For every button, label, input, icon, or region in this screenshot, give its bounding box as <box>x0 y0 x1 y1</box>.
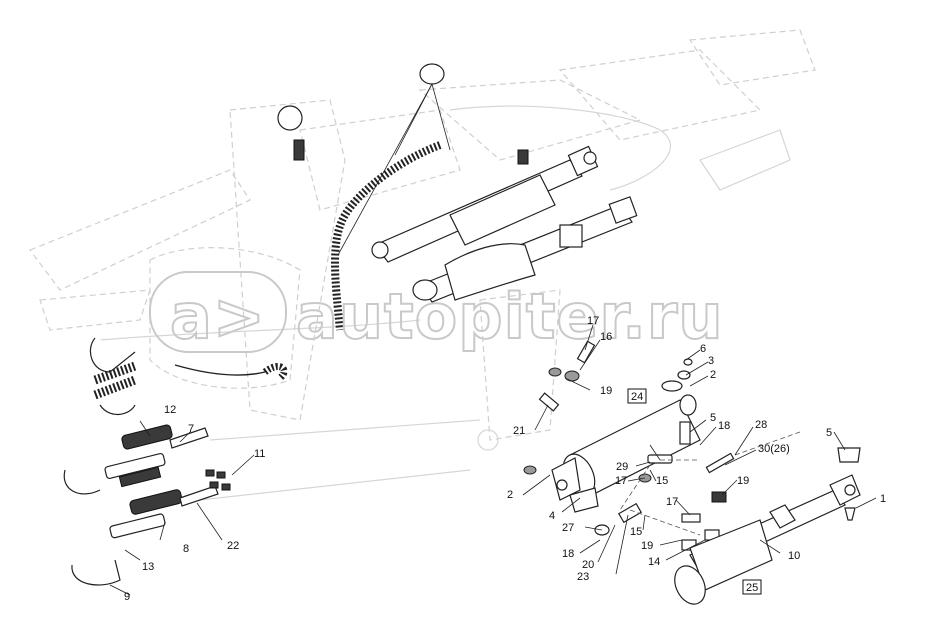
loose-parts <box>523 421 735 551</box>
callout-17-mid: 17 <box>615 475 627 487</box>
callout-8: 8 <box>183 543 189 555</box>
cylinder-25 <box>674 447 861 605</box>
callout-29: 29 <box>616 461 628 473</box>
upper-assembly <box>174 63 638 381</box>
callout-4: 4 <box>549 510 555 522</box>
callout-2-left: 2 <box>507 489 513 501</box>
callout-15-bottom: 15 <box>630 526 642 538</box>
callout-21: 21 <box>513 425 525 437</box>
fittings-middle <box>538 340 596 412</box>
hydraulic-cylinder-lower <box>412 196 638 303</box>
callout-5-right: 5 <box>826 427 832 439</box>
svg-text:25: 25 <box>746 582 758 594</box>
callout-1: 1 <box>880 493 886 505</box>
callout-11: 11 <box>254 448 265 460</box>
callout-19-mid: 19 <box>600 385 612 397</box>
coupler-7 <box>63 452 166 495</box>
callout-19-low: 19 <box>641 540 653 552</box>
callout-16: 16 <box>600 331 612 343</box>
callout-20: 20 <box>582 559 594 571</box>
callout-28: 28 <box>755 419 767 431</box>
watermark: a> autopiter.ru <box>149 271 724 354</box>
hydraulic-cylinder-upper <box>371 145 599 263</box>
watermark-logo-mark: a> <box>170 280 266 353</box>
callout-6: 6 <box>700 343 706 355</box>
callout-22: 22 <box>227 540 239 552</box>
callout-5-mid: 5 <box>710 412 716 424</box>
coupler-group-upper <box>89 337 137 415</box>
loop-9 <box>71 559 121 586</box>
callout-14: 14 <box>648 556 660 568</box>
callout-27: 27 <box>562 522 574 534</box>
frame-fittings <box>277 105 529 165</box>
callout-9: 9 <box>124 591 130 603</box>
callout-10: 10 <box>788 550 800 562</box>
svg-text:24: 24 <box>631 391 643 403</box>
boxed-label-24: 24 <box>627 388 647 404</box>
leader-lines <box>109 324 877 596</box>
connection-lines <box>619 431 801 536</box>
callout-13: 13 <box>142 561 154 573</box>
cylinder-24 <box>551 358 701 501</box>
callout-17-low: 17 <box>666 496 678 508</box>
callout-labels: 12 7 11 8 22 13 9 17 16 19 21 6 3 2 5 18… <box>124 315 886 603</box>
callout-19-right: 19 <box>737 475 749 487</box>
callout-12: 12 <box>164 404 176 416</box>
boxed-label-25: 25 <box>742 579 762 595</box>
coupler-group-lower <box>63 424 231 586</box>
callout-23: 23 <box>577 571 589 583</box>
watermark-text: autopiter.ru <box>296 280 724 353</box>
clips-11 <box>205 469 231 491</box>
callout-7: 7 <box>188 423 194 435</box>
callout-3: 3 <box>708 355 714 367</box>
callout-17-top: 17 <box>587 315 599 327</box>
coupler-12 <box>121 424 209 450</box>
callout-18-left: 18 <box>562 548 574 560</box>
callout-15-top: 15 <box>656 475 668 487</box>
callout-18-right: 18 <box>718 420 730 432</box>
callout-2-top: 2 <box>710 369 716 381</box>
coupler-8 <box>109 485 219 539</box>
callout-30-26: 30(26) <box>758 443 790 455</box>
